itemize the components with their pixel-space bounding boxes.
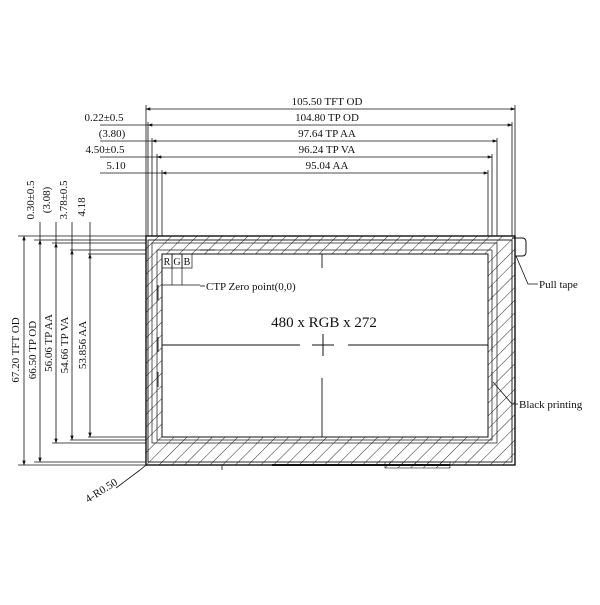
dim-tp-va-offset: 4.50±0.5 [85,144,125,156]
center-crosshair [312,334,334,356]
lcd-module: R G B 480 x RGB x 272 [145,235,527,470]
subpixel-r: R [164,257,171,268]
corner-radius-label: 4-R0.50 [83,476,120,505]
resolution-label: 480 x RGB x 272 [271,315,377,331]
subpixel-b: B [184,257,191,268]
dim-v-aa: 53.856 AA [77,321,89,369]
horizontal-dimensions [100,105,516,236]
dim-tp-od: 104.80 TP OD [295,112,359,124]
dim-tp-aa-offset: (3.80) [99,128,126,140]
subpixel-g: G [173,257,180,268]
dim-v-tp-aa: 56.06 TP AA [43,314,55,372]
dim-tp-aa: 97.64 TP AA [298,128,356,140]
dim-v-tft-od: 67.20 TFT OD [10,317,22,382]
dim-v-tp-va: 54.66 TP VA [59,317,71,374]
dim-top-offset-4: 4.18 [76,197,88,217]
dim-v-tp-od: 66.50 TP OD [27,321,39,379]
dim-tft-od: 105.50 TFT OD [292,96,363,108]
ctp-zero-point-label: CTP Zero point(0,0) [206,281,296,293]
rgb-subpixels [161,253,200,286]
black-printing-label: Black printing [519,399,583,411]
dim-top-offset-1: 0.30±0.5 [25,180,37,220]
dim-top-offset-2: (3.08) [41,186,53,213]
callout-leaders [115,255,538,489]
vertical-dimensions [18,222,146,466]
dim-tp-od-offset: 0.22±0.5 [84,112,124,124]
dim-aa-offset: 5.10 [106,160,126,172]
dim-aa: 95.04 AA [306,160,349,172]
pull-tape-label: Pull tape [539,279,578,291]
dim-tp-va: 96.24 TP VA [299,144,356,156]
dim-top-offset-3: 3.78±0.5 [58,180,70,220]
